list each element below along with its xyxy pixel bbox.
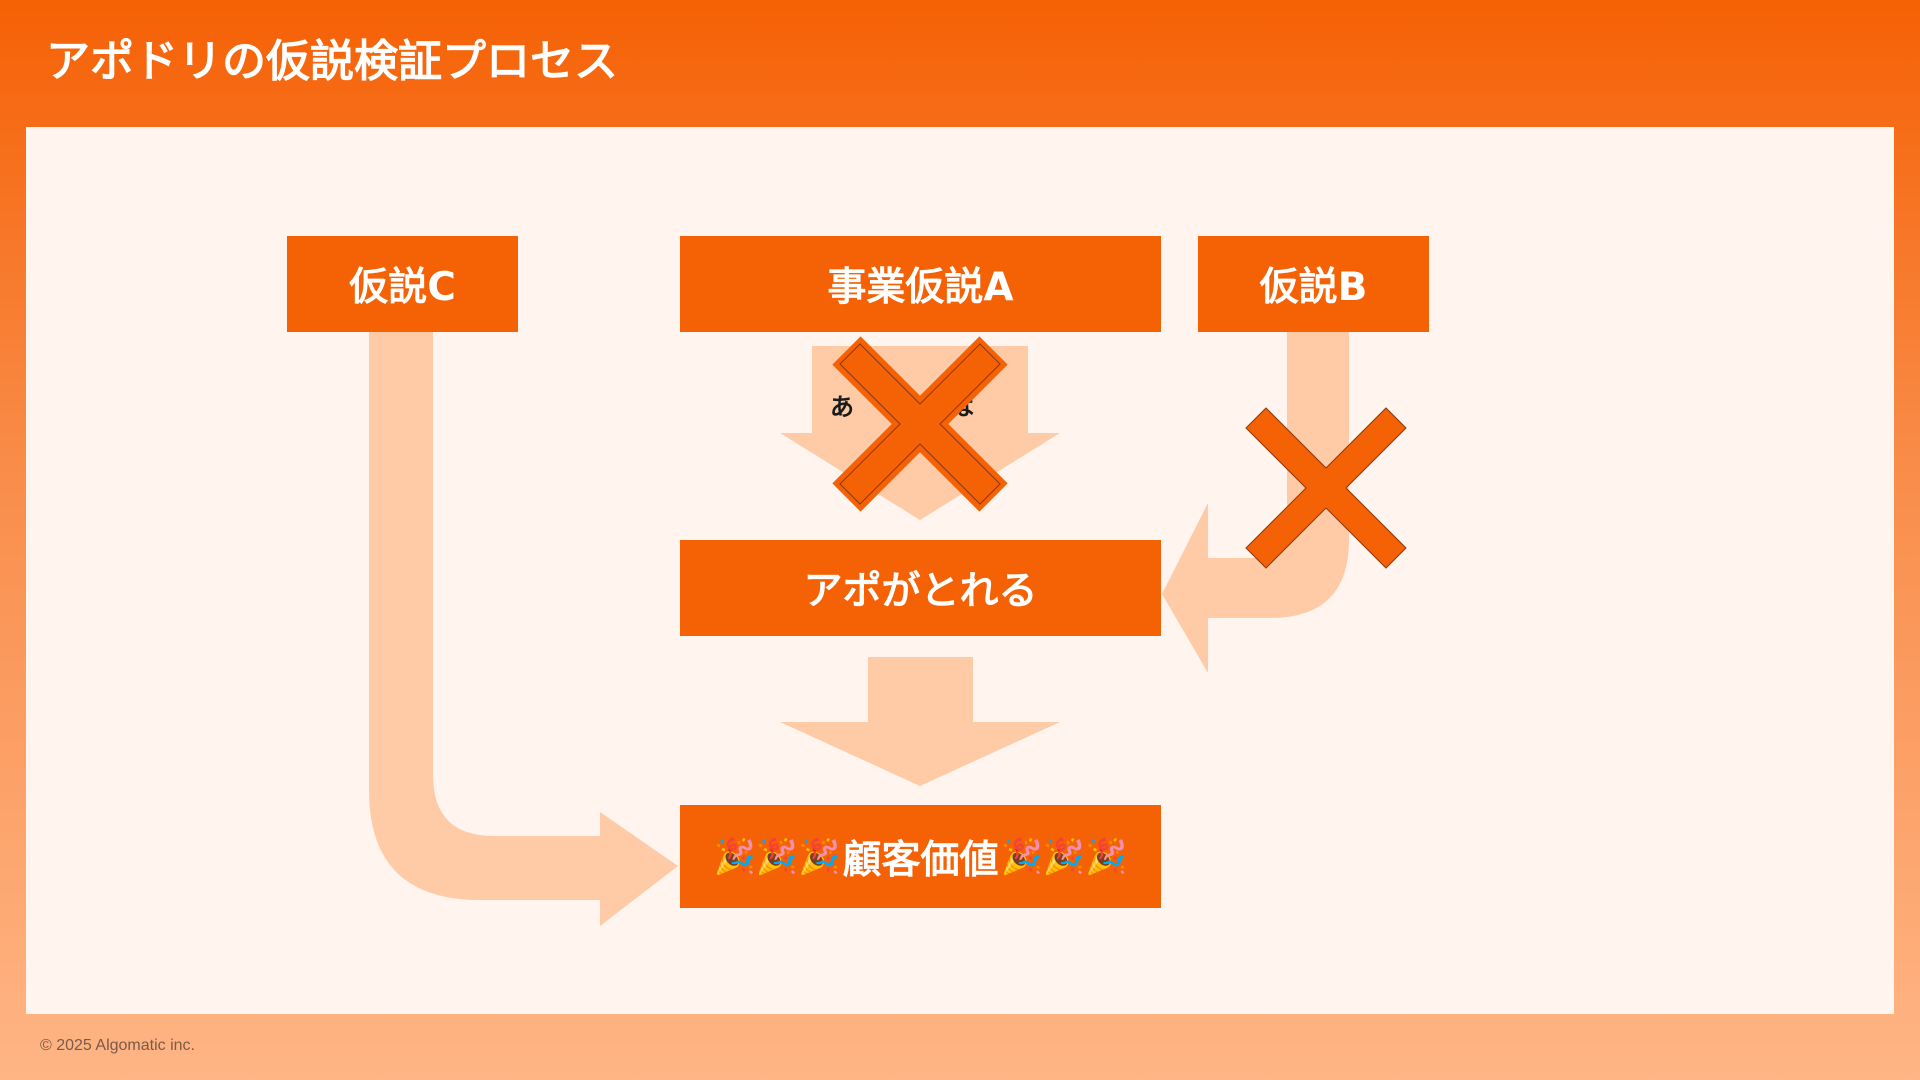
party-popper-icon: 🎉🎉🎉 [1000, 836, 1128, 877]
node-hypothesis-c: 仮説C [287, 236, 518, 332]
slide-title: アポドリの仮説検証プロセス [46, 36, 618, 87]
cross-mark-icon [1245, 407, 1407, 569]
node-customer-value: 🎉🎉🎉 顧客価値 🎉🎉🎉 [680, 805, 1161, 908]
node-get-appointment-label: アポがとれる [803, 569, 1038, 614]
node-business-hypothesis-a: 事業仮説A [680, 236, 1161, 332]
arrow-appointment-to-value [780, 657, 1060, 786]
node-hypothesis-c-label: 仮説C [349, 265, 456, 310]
copyright-footer: © 2025 Algomatic inc. [40, 1037, 195, 1054]
arrow-c-to-value [369, 330, 678, 926]
arrow-b-to-appointment [1162, 330, 1349, 673]
cross-mark-icon [832, 336, 1008, 512]
node-hypothesis-b: 仮説B [1198, 236, 1429, 332]
node-hypothesis-b-label: 仮説B [1259, 265, 1368, 310]
node-customer-value-label: 顧客価値 [842, 837, 999, 883]
node-get-appointment: アポがとれる [680, 540, 1161, 636]
party-popper-icon: 🎉🎉🎉 [713, 836, 841, 877]
node-business-hypothesis-a-label: 事業仮説A [827, 265, 1014, 310]
